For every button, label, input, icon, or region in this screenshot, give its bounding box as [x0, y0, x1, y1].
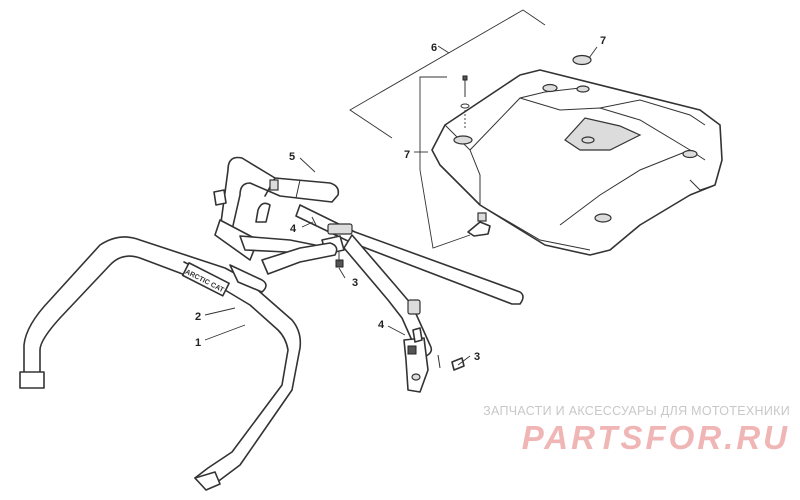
- front-rollbar: ARCTIC CAT: [19, 219, 338, 491]
- callout-4-upper: 4: [290, 223, 297, 235]
- callout-7-bracket: [419, 76, 471, 249]
- callout-3-lower: 3: [474, 351, 480, 363]
- roof-panel: [431, 69, 723, 256]
- watermark: ЗАПЧАСТИ И АКСЕССУАРЫ ДЛЯ МОТОТЕХНИКИ PA…: [470, 404, 790, 456]
- callout-6-bracket: [349, 9, 546, 139]
- callout-1: 1: [195, 337, 201, 349]
- lower-mount-bracket: [403, 327, 465, 393]
- callout-5: 5: [289, 151, 295, 163]
- roof-clip: [467, 212, 491, 237]
- callout-6: 6: [431, 42, 437, 54]
- callout-4-lower: 4: [378, 319, 385, 331]
- callout-2: 2: [195, 311, 201, 323]
- callout-7-left: 7: [404, 149, 410, 161]
- side-rail: [295, 204, 524, 357]
- callout-leaders: [204, 151, 471, 366]
- callout-3-upper: 3: [352, 277, 358, 289]
- roof-screw: [460, 75, 470, 128]
- upper-fasteners: [311, 216, 344, 268]
- callout-labels: 1 2 3 3 4 4 5 6 7 7: [195, 35, 606, 363]
- watermark-logo: PARTSFOR.RU: [521, 419, 790, 456]
- callout-7-top: 7: [600, 35, 606, 47]
- roof-plug-top: [572, 46, 598, 66]
- watermark-caption: ЗАПЧАСТИ И АКСЕССУАРЫ ДЛЯ МОТОТЕХНИКИ: [483, 404, 790, 418]
